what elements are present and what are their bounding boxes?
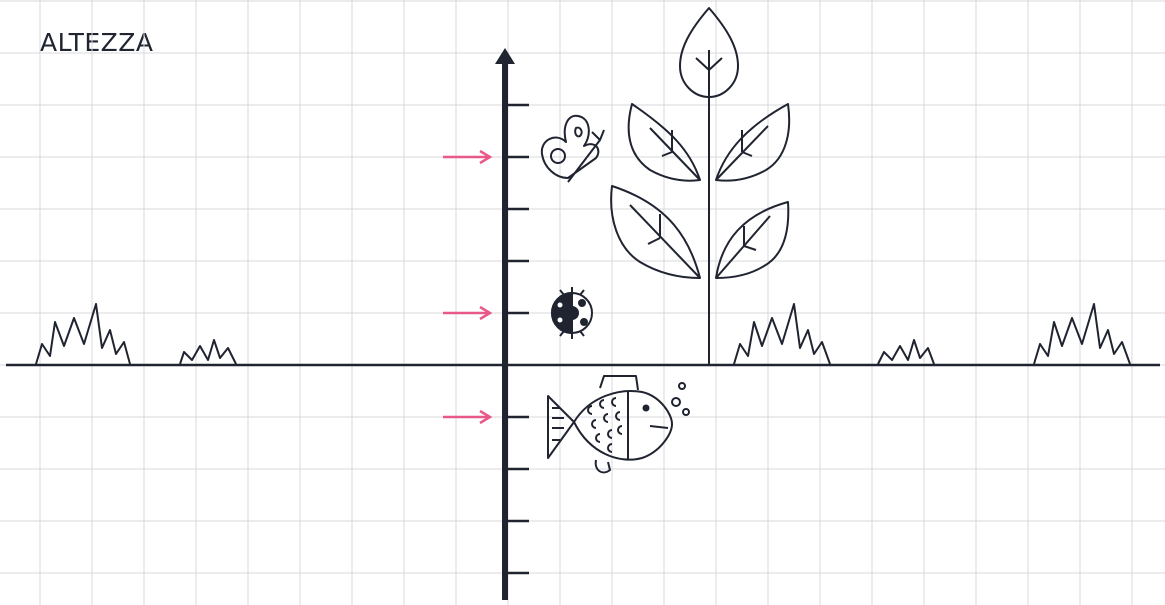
arrow-ladybug xyxy=(443,307,490,319)
plant-icon xyxy=(611,8,789,365)
fish-icon xyxy=(548,376,689,472)
butterfly-icon xyxy=(542,116,604,182)
ladybug-icon xyxy=(552,287,592,339)
arrow-fish xyxy=(443,411,490,423)
height-axis xyxy=(495,48,529,600)
arrow-butterfly xyxy=(443,151,490,163)
